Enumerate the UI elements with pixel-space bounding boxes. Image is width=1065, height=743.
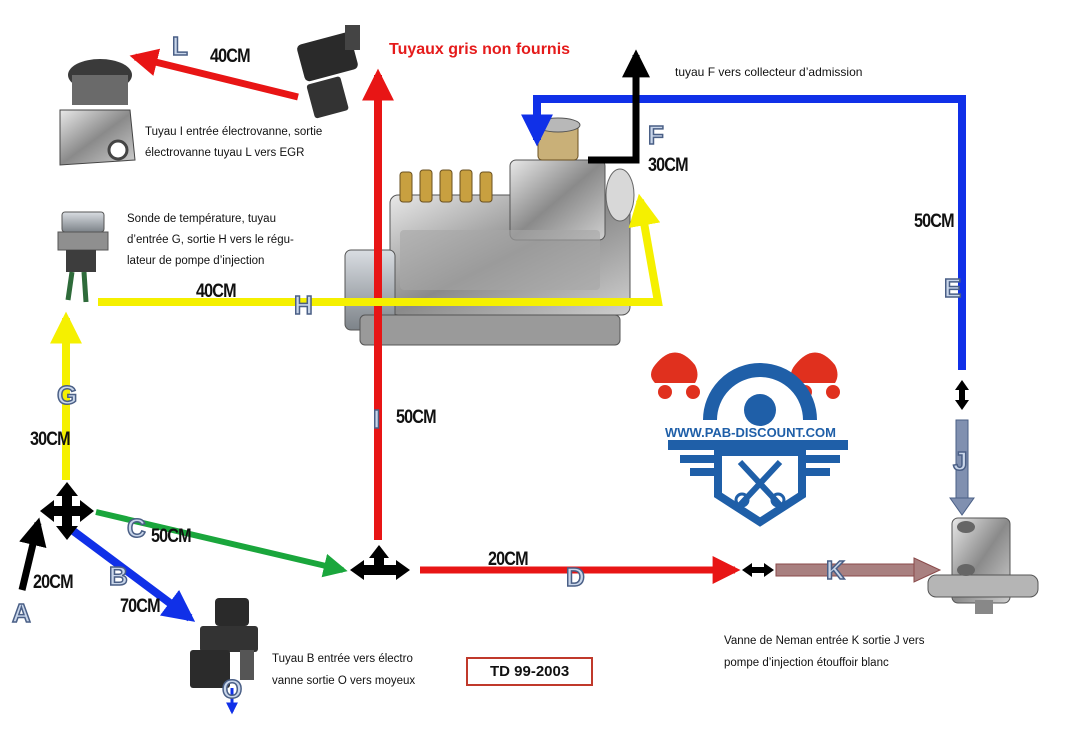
diagram-title: Tuyaux gris non fournis [389,41,571,58]
note-solenoid-b: Tuyau B entrée vers électro vanne sortie… [272,648,472,692]
label-B: B [108,561,129,591]
label-L: L [171,31,189,61]
length-F: 30CM [648,155,689,176]
note-vanneb-line-1: Tuyau B entrée vers électro [272,653,413,665]
length-C: 50CM [151,526,192,547]
length-E: 50CM [914,211,955,232]
note-egr: Tuyau I entrée électrovanne, sortie élec… [145,122,345,164]
note-sonde-line-1: Sonde de température, tuyau [127,213,276,225]
injection-pump-image [344,117,635,346]
neman-valve-image [927,517,1039,614]
label-D: D [565,562,586,592]
label-E: E [943,273,963,303]
length-H: 40CM [196,281,237,302]
model-box: TD 99-2003 [466,657,594,686]
pipe-L [129,48,299,101]
label-A: A [11,598,32,628]
label-H: H [293,290,314,320]
pipe-K [775,557,942,583]
length-G: 30CM [30,429,71,450]
coupler-K [742,563,774,577]
logo-url-text: WWW.PAB-DISCOUNT.COM [665,425,836,440]
coupler-J [955,380,969,410]
pab-discount-logo [651,352,848,527]
length-B: 70CM [120,596,161,617]
note-egr-line-1: Tuyau I entrée électrovanne, sortie [145,126,323,138]
temperature-sensor-image [57,211,109,303]
note-sonde-line-3: lateur de pompe d’injection [127,255,265,267]
length-D: 20CM [488,549,529,570]
solenoid-valve-top-image [297,25,360,119]
label-G: G [56,380,79,410]
label-K: K [825,555,846,585]
label-C: C [126,513,147,543]
note-egr-line-2: électrovanne tuyau L vers EGR [145,147,305,159]
pipe-B [69,526,196,622]
note-temperature-sensor: Sonde de température, tuyau d’entrée G, … [127,209,337,272]
pipe-J [949,419,975,516]
note-vanneb-line-2: vanne sortie O vers moyeux [272,675,416,687]
cross-connector-left [40,482,94,540]
note-neman-valve: Vanne de Neman entrée K sortie J vers po… [724,630,984,674]
label-I: I [372,404,382,434]
length-I: 50CM [396,407,437,428]
note-sonde-line-2: d’entrée G, sortie H vers le régu- [127,234,294,246]
pipe-E [521,95,966,370]
pipe-F [588,49,650,164]
length-L: 40CM [210,46,251,67]
egr-valve-image [59,59,136,166]
label-J: J [952,446,969,476]
note-intake-manifold: tuyau F vers collecteur d’admission [675,65,863,79]
length-A: 20CM [33,572,74,593]
note-neman-line-2: pompe d’injection étouffoir blanc [724,657,889,669]
note-neman-line-1: Vanne de Neman entrée K sortie J vers [724,635,925,647]
pipe-C [95,509,348,578]
pipe-A [18,517,47,591]
solenoid-valve-bottom-image [190,598,258,688]
pipe-H [98,193,663,306]
label-O: O [221,674,244,704]
t-connector-center [350,545,410,580]
label-F: F [647,120,665,150]
